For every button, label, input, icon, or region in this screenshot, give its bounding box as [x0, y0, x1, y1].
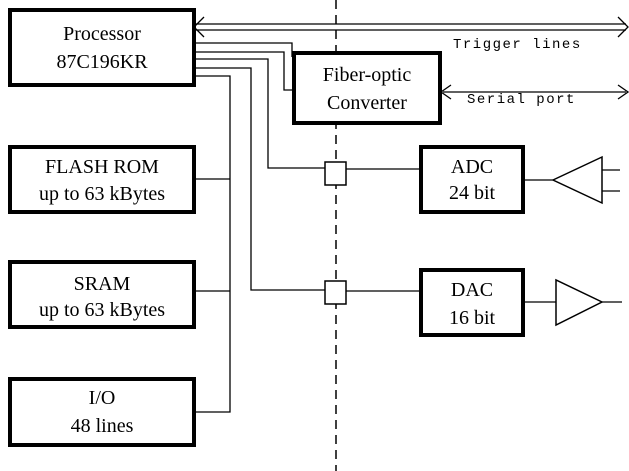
dac-resolution: 16 bit: [449, 307, 496, 329]
processor-block: Processor 87C196KR: [8, 8, 196, 87]
serial-port-label: Serial port: [467, 92, 576, 108]
dac-label: DAC: [451, 279, 493, 301]
adc-label: ADC: [451, 156, 493, 178]
io-block: I/O 48 lines: [8, 377, 196, 447]
flash-rom-size: up to 63 kBytes: [39, 183, 165, 205]
adc-resolution: 24 bit: [449, 182, 496, 204]
io-lines: 48 lines: [71, 415, 134, 437]
converter-label: Converter: [327, 92, 407, 114]
sram-block: SRAM up to 63 kBytes: [8, 260, 196, 329]
adc-block: ADC 24 bit: [419, 145, 525, 214]
dac-isolator: [324, 280, 347, 305]
trigger-lines-arrow: [193, 16, 629, 38]
trigger-lines-label: Trigger lines: [453, 37, 582, 53]
fiber-optic-converter-block: Fiber-optic Converter: [292, 51, 442, 125]
processor-model: 87C196KR: [56, 51, 148, 73]
processor-bus-wires: [196, 42, 329, 413]
sram-label: SRAM: [74, 273, 131, 295]
io-label: I/O: [89, 387, 116, 409]
adc-isolator: [324, 161, 347, 186]
sram-size: up to 63 kBytes: [39, 299, 165, 321]
fiber-optic-label: Fiber-optic: [323, 64, 412, 86]
dac-output-amplifier-icon: [525, 278, 622, 327]
flash-rom-block: FLASH ROM up to 63 kBytes: [8, 145, 196, 214]
flash-rom-label: FLASH ROM: [45, 156, 159, 178]
adc-input-amplifier-icon: [525, 155, 620, 205]
processor-label: Processor: [63, 23, 141, 45]
dac-block: DAC 16 bit: [419, 268, 525, 337]
